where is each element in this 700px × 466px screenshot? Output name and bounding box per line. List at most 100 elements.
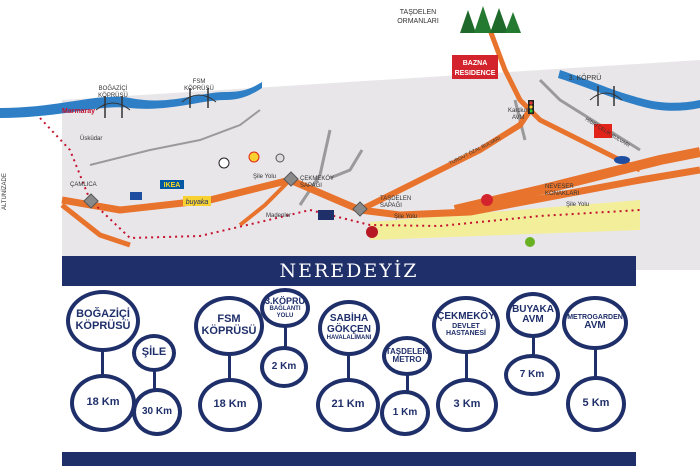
cekmekoy-sub-1: DEVLET [452,322,480,330]
third-bridge-icon [589,86,623,106]
bp-logo-icon [525,237,535,247]
cekmekoy-sub-2: HASTANESİ [446,330,486,338]
buyaka-distance: 7 Km [519,368,545,380]
cekmekoy-name: ÇEKMEKÖY [437,311,495,323]
sile-yolu-label-3: Şile Yolu [566,202,589,208]
metro-logo-icon [481,194,493,206]
metrogarden-distance-bubble: 5 Km [566,376,626,432]
sabiha-distance: 21 Km [331,398,365,411]
bosphorus-bridge-label-1: BOĞAZİÇİ [99,85,128,92]
sile-name: ŞİLE [141,346,167,359]
forest-label-1: TAŞDELEN [400,9,436,16]
third-bridge-stem [284,326,287,348]
buyaka-logo-label: buyaka [186,199,209,206]
bogazici-stem [101,350,104,376]
uskudar-label: Üsküdar [80,135,102,142]
forest-trees-icon [460,6,521,33]
location-map: BAZNA RESIDENCE IKEA buyaka TAŞDELEN ORM… [0,6,700,270]
metrogarden-name: METROGARDEN [567,314,623,322]
camlica-junction-marker [83,193,99,209]
buyaka-name-2: AVM [522,314,544,325]
altunizade-label: ALTUNİZADE [1,173,8,210]
bazna-residence-marker [452,55,498,79]
bottom-bar [62,452,636,466]
kardium-label-1: Kardium [508,108,530,114]
sile-yolu-label-1: Şile Yolu [253,174,276,180]
bogazici-distance-bubble: 18 Km [70,374,136,432]
sile-distance-bubble: 30 Km [132,388,182,436]
tasdelen-junction-marker [352,201,368,217]
metro-distance: 1 Km [392,406,418,418]
fsm-bridge-icon [181,88,217,108]
metro-stem [406,374,409,392]
cekmekoy-stem [465,352,468,380]
bogazici-distance: 18 Km [86,396,120,409]
peugeot-logo-icon [318,210,334,220]
buyaka-stem [532,336,535,356]
bosphorus-water [0,82,262,118]
third-bridge-distance: 2 Km [271,360,297,372]
buyaka-name-1: BUYAKA [512,303,554,315]
sile-stem [153,370,156,390]
shell-logo-icon [248,151,260,163]
bosphorus-bridge-label-2: KÖPRÜSÜ [98,92,128,99]
third-bridge-name: 3.KÖPRÜ [264,295,305,306]
bosphorus-bridge-icon [95,96,131,118]
third-bridge-label: 3. KÖPRÜ [569,74,602,82]
cekmekoy-junction-marker [283,171,299,187]
metrogarden-stem [594,348,597,378]
tasdelen-sapagi-label-1: TAŞDELEN [380,196,411,202]
banner: NEREDEYİZ [62,256,636,286]
cekmekoy-distance-bubble: 3 Km [436,378,498,432]
carrefour-logo-icon [130,192,142,200]
fiat-logo-icon [366,226,378,238]
sabiha-name-1: SABİHA [329,313,369,325]
camlica-label: ÇAMLICA [70,182,97,188]
sile-name-bubble: ŞİLE [132,334,176,372]
cekmekoy-distance: 3 Km [453,398,481,411]
fsm-bridge-label-2: KÖPRÜSÜ [184,85,214,92]
metro-corridor [370,200,640,240]
bazna-label-2: RESIDENCE [455,70,496,77]
fsm-name-1: FSM [217,313,241,326]
sile-highway [61,166,700,219]
sabiha-distance-bubble: 21 Km [316,378,380,432]
forest-label-2: ORMANLARI [397,18,439,25]
third-bridge-sub-1: BAĞLANTI [269,306,301,313]
kardium-label-2: AVM [512,115,525,121]
marmaray-label: Marmaray [62,108,95,115]
besiktas-logo-icon [218,157,230,169]
neveser-label-1: NEVESER [545,184,574,190]
sabiha-sub: HAVALALİMANI [326,335,372,342]
tasdelen-sapagi-label-2: SAPAĞI [380,202,402,209]
third-bridge-distance-bubble: 2 Km [260,346,308,388]
cekmekoy-sapagi-label-1: ÇEKMEKÖY [300,175,334,182]
fsm-distance-bubble: 18 Km [198,378,262,432]
sile-yolu-label-2: Şile Yolu [394,214,417,220]
sile-distance: 30 Km [141,405,172,417]
metrogarden-distance: 5 Km [582,397,610,410]
fsm-name-2: KÖPRÜSÜ [201,325,257,337]
sabiha-name-2: GÖKÇEN [327,323,371,335]
neveser-label-2: KONAKLARI [545,191,580,197]
buyaka-distance-bubble: 7 Km [504,354,560,396]
sabiha-stem [347,354,350,380]
metro-line [39,117,641,240]
metro-name-2: METRO [392,355,422,364]
bogazici-name-2: KÖPRÜSÜ [75,320,131,332]
opel-logo-icon [275,153,285,163]
banner-title: NEREDEYİZ [279,260,419,282]
bazna-label-1: BAZNA [463,60,488,67]
ikea-label: IKEA [164,182,181,189]
third-bridge-sub-2: YOLU [276,312,294,319]
madenler-label: Madenler [266,213,291,219]
koctas-logo-icon [594,124,612,138]
metro-name-1: TAŞDELEN [385,346,429,356]
